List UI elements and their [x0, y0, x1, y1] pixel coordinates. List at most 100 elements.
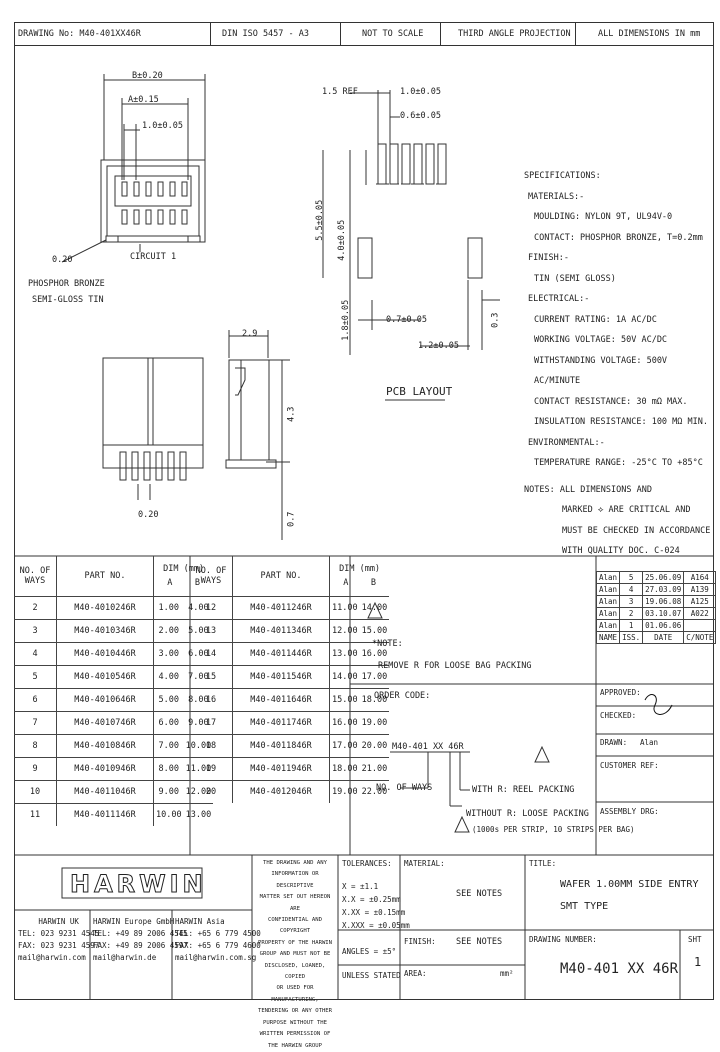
cell-dim-a: 7.00: [153, 734, 184, 758]
cell-dim-a: 3.00: [153, 642, 184, 666]
cell-dim-a: 17.00: [329, 734, 360, 758]
rev-header: DATE: [642, 631, 685, 644]
header-a: A: [343, 578, 349, 588]
spec-line: WITHSTANDING VOLTAGE: 500V AC/MINUTE: [534, 355, 668, 387]
cell-part-number: M40-4011846R: [232, 734, 330, 758]
rev-cnote: A125: [683, 595, 717, 608]
rev-issue: 3: [619, 595, 644, 608]
not-to-scale-label: NOT TO SCALE: [362, 29, 424, 39]
cell-dim-a: 2.00: [153, 619, 184, 643]
side-height-label: 4.3: [286, 406, 297, 422]
pcb-dim7-label: 1.2±0.05: [418, 341, 459, 351]
rev-issue: 2: [619, 607, 644, 620]
reel-note-label: (1000s PER STRIP, 10 STRIPS PER BAG): [472, 825, 635, 834]
cell-ways: 6: [14, 688, 57, 712]
finish-value: SEE NOTES: [456, 937, 503, 947]
note-text: REMOVE R FOR LOOSE BAG PACKING: [378, 661, 532, 671]
cell-dim-b: 19.00: [359, 711, 390, 735]
harwin-logo: HARWIN: [70, 870, 207, 898]
harwin-asia-contact: HARWIN Asia TEL: +65 6 779 4500 FAX: +65…: [175, 916, 261, 964]
rev-date: 19.06.08: [642, 595, 685, 608]
cell-dim-b: 15.00: [359, 619, 390, 643]
copyright-line: TENDERING OR ANY OTHER: [257, 1008, 333, 1015]
spec-line: TEMPERATURE RANGE: -25°C TO +85°C: [534, 458, 703, 468]
material-value: SEE NOTES: [456, 889, 503, 899]
cell-dim-a: 4.00: [153, 665, 184, 689]
cell-ways: 17: [190, 711, 233, 735]
copyright-line: PURPOSE WITHOUT THE: [263, 1019, 327, 1026]
technical-drawings: [14, 74, 714, 1000]
cell-part-number: M40-4010946R: [56, 757, 154, 781]
cell-dim-a: 1.00: [153, 596, 184, 620]
pcb-dim3-label: 5.5±0.05: [315, 199, 326, 241]
pcb-dim4-label: 4.0±0.05: [337, 219, 348, 261]
cell-part-number: M40-4011246R: [232, 596, 330, 620]
title-label: TITLE:: [529, 859, 557, 868]
pin-material-label: PHOSPHOR BRONZE: [28, 279, 105, 289]
cell-dim-a: 11.00: [329, 596, 360, 620]
order-code-label: ORDER CODE:: [374, 691, 431, 701]
contact-line: FAX: 023 9231 4597: [18, 941, 100, 950]
circuit1-label: CIRCUIT 1: [130, 252, 177, 262]
cell-part-number: M40-4010546R: [56, 665, 154, 689]
cell-ways: 2: [14, 596, 57, 620]
header-part: PART NO.: [56, 556, 154, 597]
rev-issue: 5: [619, 571, 644, 584]
contact-line: mail@harwin.com: [18, 953, 86, 962]
customer-ref-label: CUSTOMER REF:: [600, 761, 659, 770]
area-unit: mm²: [500, 969, 514, 978]
cell-part-number: M40-4011546R: [232, 665, 330, 689]
pcb-ref-label: 1.5 REF: [322, 87, 358, 97]
copyright-line: OR USED FOR MANUFACTURING,: [271, 985, 319, 1003]
contact-line: TEL: 023 9231 4545: [18, 929, 100, 938]
harwin-europe-contact: HARWIN Europe GmbH TEL: +49 89 2006 4545…: [93, 916, 188, 964]
pcb-dim6-label: 0.7±0.05: [386, 315, 427, 325]
cell-dim-a: 13.00: [329, 642, 360, 666]
drawing-number-label: DRAWING NUMBER:: [529, 935, 597, 944]
dim-pitch-label: 1.0±0.05: [142, 121, 183, 131]
drawn-label: DRAWN:: [600, 738, 628, 747]
rev-header: ISS.: [619, 631, 644, 644]
material-label: MATERIAL:: [404, 859, 445, 868]
copyright-line: THE DRAWING AND ANY: [263, 860, 327, 866]
rev-date: 03.10.07: [642, 607, 685, 620]
notes-line: MUST BE CHECKED IN ACCORDANCE: [562, 525, 711, 536]
dim-b-label: B±0.20: [132, 71, 163, 81]
cell-part-number: M40-4011446R: [232, 642, 330, 666]
cell-ways: 5: [14, 665, 57, 689]
sheet-number: 1: [694, 955, 702, 969]
cell-dim-b: 16.00: [359, 642, 390, 666]
cell-ways: 10: [14, 780, 57, 804]
cell-dim-b: 13.00: [183, 803, 214, 826]
contact-line: mail@harwin.de: [93, 953, 157, 962]
note-head: *NOTE:: [372, 639, 403, 649]
title-line-2: SMT TYPE: [560, 901, 609, 912]
rev-cnote: A164: [683, 571, 717, 584]
copyright-line: THE HARWIN GROUP: [268, 1042, 322, 1049]
unless-stated-label: UNLESS STATED: [342, 971, 401, 980]
drawn-by-value: Alan: [640, 738, 659, 747]
tolerance-line: X.XXX = ±0.05mm: [342, 921, 410, 930]
cell-part-number: M40-4010446R: [56, 642, 154, 666]
copyright-line: GROUP AND MUST NOT BE: [259, 951, 331, 958]
cell-dim-a: 18.00: [329, 757, 360, 781]
cell-dim-a: 12.00: [329, 619, 360, 643]
front-pin-width-label: 0.20: [138, 510, 159, 520]
dim-a-label: A±0.15: [128, 95, 159, 105]
